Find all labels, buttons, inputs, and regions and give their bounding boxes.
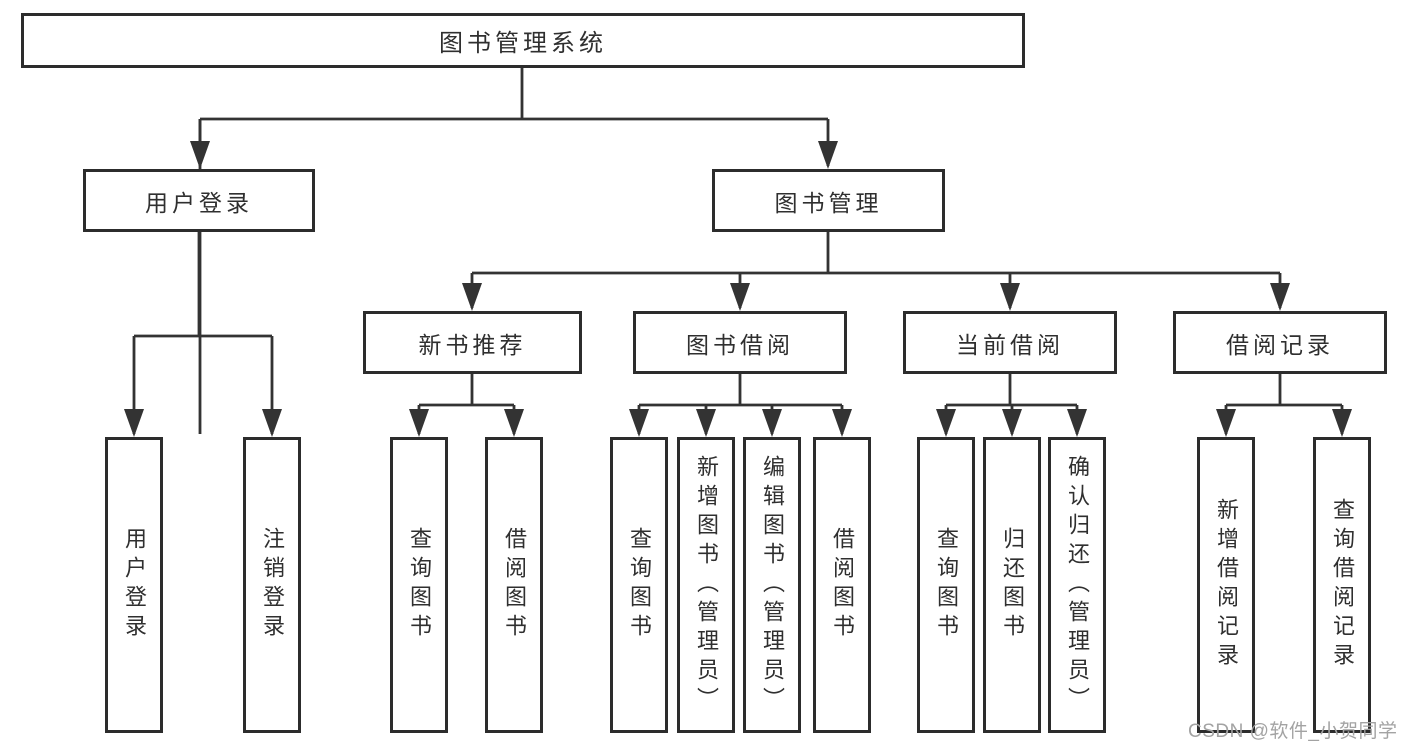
leaf-label: 查询图书: [627, 527, 652, 643]
leaf-add-borrow-record: 新增借阅记录: [1197, 437, 1255, 733]
node-root-system: 图书管理系统: [21, 13, 1025, 68]
node-user-login: 用户登录: [83, 169, 315, 232]
node-book-borrowing: 图书借阅: [633, 311, 847, 374]
leaf-user-login: 用户登录: [105, 437, 163, 733]
leaf-query-books-current: 查询图书: [917, 437, 975, 733]
node-current-borrowing: 当前借阅: [903, 311, 1117, 374]
leaf-add-books-admin: 新增图书（管理员）: [677, 437, 735, 733]
leaf-confirm-return-admin: 确认归还（管理员）: [1048, 437, 1106, 733]
node-borrowing-records: 借阅记录: [1173, 311, 1387, 374]
leaf-label: 注销登录: [260, 527, 285, 643]
leaf-label: 借阅图书: [830, 527, 855, 643]
leaf-label: 查询图书: [934, 527, 959, 643]
leaf-label: 确认归还（管理员）: [1065, 454, 1090, 716]
leaf-query-books-borrow: 查询图书: [610, 437, 668, 733]
leaf-label: 用户登录: [122, 527, 147, 643]
leaf-label: 查询借阅记录: [1330, 498, 1355, 672]
node-book-management: 图书管理: [712, 169, 945, 232]
leaf-label: 新增图书（管理员）: [694, 454, 719, 716]
node-new-book-recommendation: 新书推荐: [363, 311, 582, 374]
leaf-label: 编辑图书（管理员）: [760, 454, 785, 716]
leaf-borrow-books-rec: 借阅图书: [485, 437, 543, 733]
leaf-borrow-books: 借阅图书: [813, 437, 871, 733]
csdn-watermark: CSDN @软件_小贺同学: [1188, 721, 1398, 742]
leaf-return-books: 归还图书: [983, 437, 1041, 733]
leaf-label: 新增借阅记录: [1214, 498, 1239, 672]
leaf-label: 借阅图书: [502, 527, 527, 643]
leaf-query-books-rec: 查询图书: [390, 437, 448, 733]
leaf-query-borrow-record: 查询借阅记录: [1313, 437, 1371, 733]
leaf-label: 查询图书: [407, 527, 432, 643]
leaf-logout: 注销登录: [243, 437, 301, 733]
leaf-edit-books-admin: 编辑图书（管理员）: [743, 437, 801, 733]
leaf-label: 归还图书: [1000, 527, 1025, 643]
